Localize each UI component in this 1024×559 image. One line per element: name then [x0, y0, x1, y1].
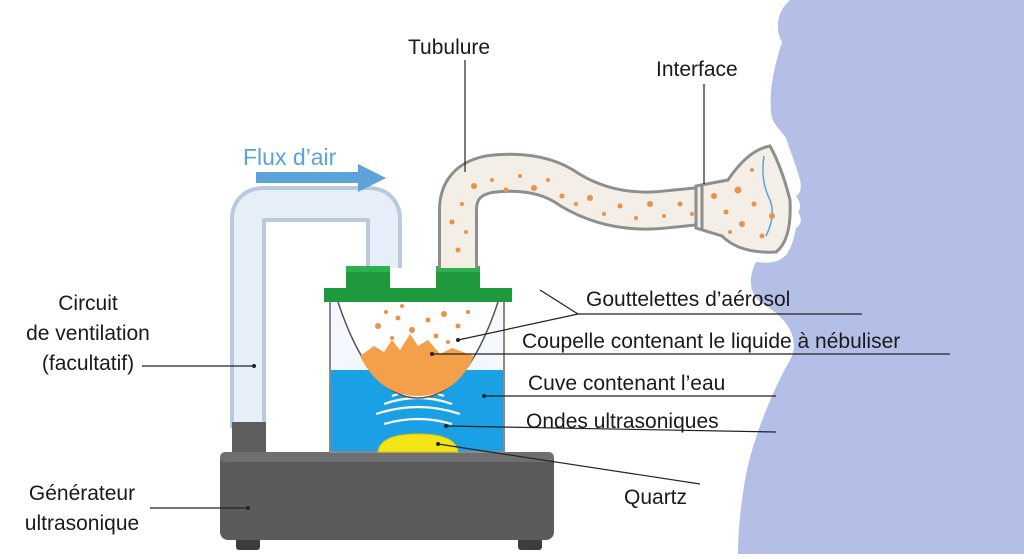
cup-droplets [375, 304, 470, 344]
patient-silhouette [738, 0, 1024, 554]
ultrasonic-generator [220, 452, 554, 550]
tank-label: Cuve contenant l’eau [528, 372, 725, 395]
ventilation-circuit [230, 186, 402, 454]
generator-label-line2: ultrasonique [25, 512, 139, 535]
circuit-label-line2: de ventilation [26, 322, 150, 345]
quartz-element [377, 433, 459, 453]
waves-label: Ondes ultrasoniques [526, 410, 719, 433]
leader-lines [142, 60, 950, 510]
cup-label: Coupelle contenant le liquide à nébulise… [522, 330, 900, 353]
droplets-label: Gouttelettes d’aérosol [586, 288, 790, 311]
quartz-label: Quartz [624, 486, 687, 509]
interface-label: Interface [656, 58, 738, 81]
generator-label-line1: Générateur [29, 482, 135, 505]
tank-lid [324, 266, 512, 302]
aerosol-tubing [438, 152, 702, 268]
tubing-label: Tubulure [408, 36, 490, 59]
flow-label: Flux d’air [243, 144, 337, 170]
circuit-label-line1: Circuit [58, 292, 118, 315]
circuit-connector [232, 422, 266, 454]
circuit-label-line3: (facultatif) [42, 352, 134, 375]
flow-arrow [256, 164, 386, 192]
aerosol-droplets [449, 168, 775, 253]
face-mask [694, 144, 792, 254]
